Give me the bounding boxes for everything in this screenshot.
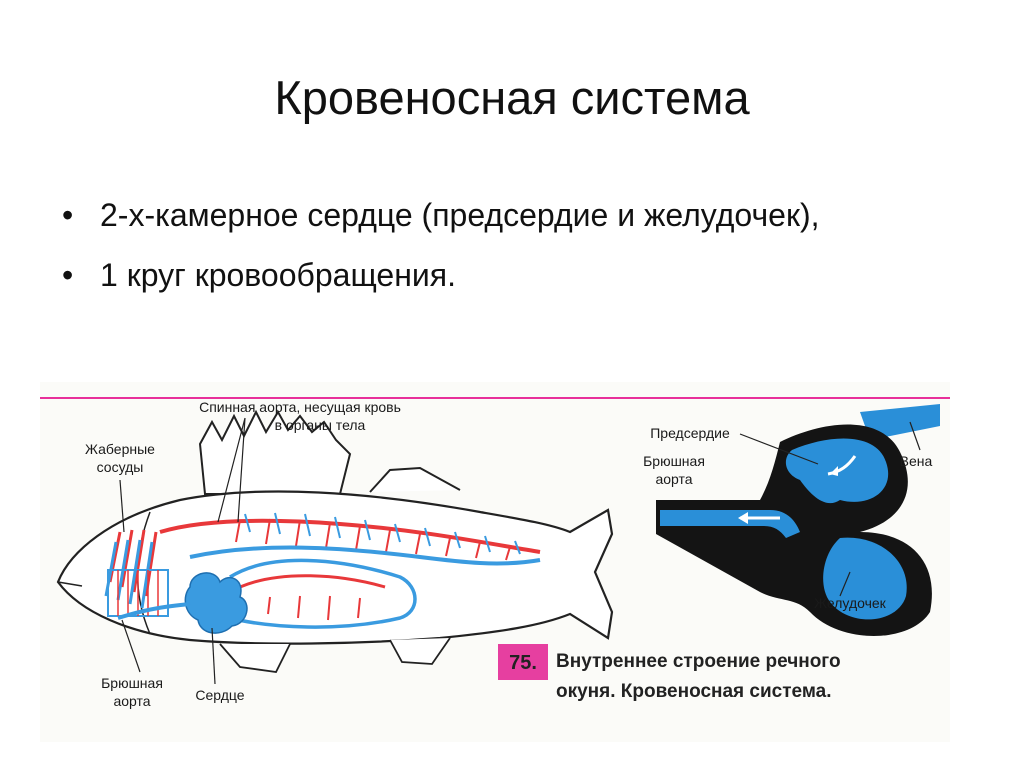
slide-title: Кровеносная система: [0, 70, 1024, 125]
bullet-text: 1 круг кровообращения.: [100, 257, 456, 293]
bullet-list: • 2-х-камерное сердце (предсердие и желуд…: [62, 190, 962, 310]
label-gill-vessels-2: сосуды: [97, 459, 144, 475]
label-dorsal-aorta-2: в органы тела: [275, 417, 366, 433]
label-ventricle: Желудочек: [814, 595, 887, 611]
dorsal-fin-soft: [370, 468, 460, 492]
label-atrium: Предсердие: [650, 425, 730, 441]
figure-svg: Спинная аорта, несущая кровь в органы те…: [40, 382, 950, 742]
bullet-text: 2-х-камерное сердце (предсердие и желудо…: [100, 197, 819, 233]
label-dorsal-aorta-1: Спинная аорта, несущая кровь: [199, 399, 401, 415]
label-gill-vessels-1: Жаберные: [85, 441, 155, 457]
bullet-dot: •: [62, 250, 73, 300]
label-ventral-aorta-2: аорта: [113, 693, 150, 709]
circulatory-figure: Спинная аорта, несущая кровь в органы те…: [40, 382, 950, 742]
label-ventral-aorta-1: Брюшная: [101, 675, 163, 691]
bullet-item: • 1 круг кровообращения.: [62, 250, 962, 300]
fish-body: [58, 491, 612, 643]
caption-line-1: Внутреннее строение речного: [556, 651, 841, 672]
label-vein: Вена: [900, 453, 933, 469]
label-heart-ventral-aorta-1: Брюшная: [643, 453, 705, 469]
label-heart: Сердце: [195, 687, 244, 703]
pelvic-fin: [220, 644, 290, 672]
bullet-dot: •: [62, 190, 73, 240]
caption-line-2: окуня. Кровеносная система.: [556, 681, 832, 702]
caption-number: 75.: [509, 652, 537, 674]
bullet-item: • 2-х-камерное сердце (предсердие и желуд…: [62, 190, 962, 240]
label-heart-ventral-aorta-2: аорта: [655, 471, 692, 487]
anal-fin: [390, 638, 450, 664]
